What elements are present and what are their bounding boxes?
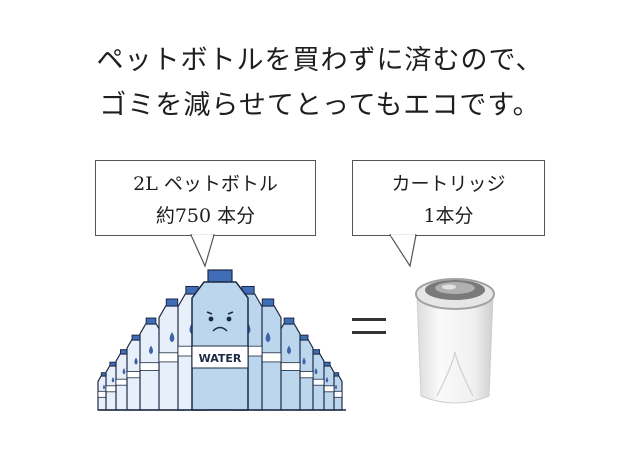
pet-bottles-illustration: WATER: [97, 269, 346, 411]
headline-line-2: ゴミを減らせてとってもエコです。: [99, 90, 541, 121]
bottle-cap: [165, 298, 179, 307]
water-drop-icon: [314, 368, 318, 375]
bottles-bubble-line-1: 2L ペットボトル: [133, 173, 278, 195]
bottles-speech-bubble: 2L ペットボトル 約750 本分: [95, 160, 316, 236]
water-label: WATER: [199, 352, 242, 365]
bottles-bubble-line-2: 約750 本分: [155, 205, 256, 227]
bottle-label: [191, 345, 249, 369]
water-drop-icon: [102, 384, 106, 390]
bottle-cap: [299, 334, 309, 341]
equals-sign: [352, 318, 386, 344]
water-drop-icon: [122, 368, 126, 375]
bottle-cap: [131, 334, 141, 341]
water-drop-icon: [265, 332, 271, 343]
cartridge-speech-bubble: カートリッジ 1本分: [352, 160, 545, 236]
water-drop-icon: [111, 377, 115, 383]
bottle-cap: [261, 298, 275, 307]
water-drop-icon: [134, 357, 138, 365]
cartridge-shine: [442, 284, 456, 290]
headline: ペットボトルを買わずに済むので、 ゴミを減らせてとってもエコです。: [0, 38, 640, 128]
bottle-cap: [283, 317, 295, 325]
cartridge-bubble-line-1: カートリッジ: [391, 173, 506, 195]
center-bottle: WATER: [191, 269, 249, 411]
sad-face-icon: [206, 311, 234, 332]
cartridge-body: [416, 295, 494, 404]
bottle-cap: [145, 317, 157, 325]
cartridge-bubble-tail: [389, 234, 417, 268]
headline-line-1: ペットボトルを買わずに済むので、: [96, 45, 544, 76]
filter-cartridge-illustration: [415, 278, 495, 404]
bottle-cap: [109, 361, 117, 367]
cartridge-groove: [436, 351, 474, 397]
water-drop-icon: [334, 384, 338, 390]
equals-bar-top: [352, 318, 386, 321]
cartridge-bubble-line-2: 1本分: [423, 205, 474, 227]
water-drop-icon: [302, 357, 306, 365]
bottle-cap: [323, 361, 331, 367]
water-drop-icon: [169, 332, 175, 343]
bottle-cap: [207, 269, 233, 283]
water-drop-icon: [149, 345, 153, 355]
bottles-bubble-tail: [190, 234, 215, 268]
water-drop-icon: [325, 377, 329, 383]
water-drop-icon: [287, 345, 291, 355]
equals-bar-bottom: [352, 331, 386, 334]
